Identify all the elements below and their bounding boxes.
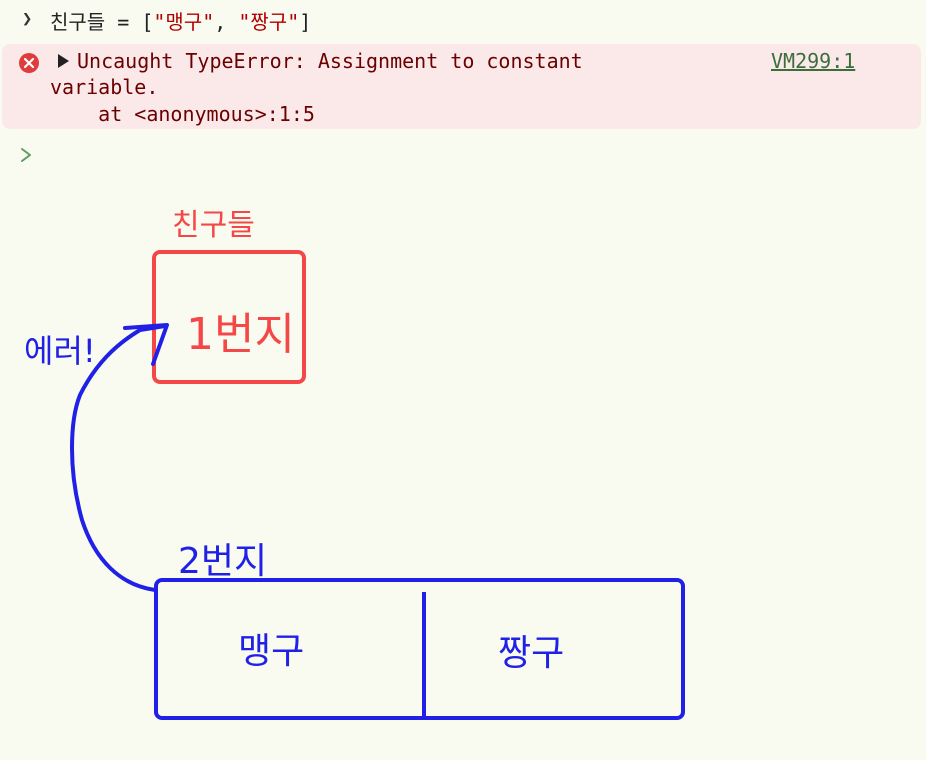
empty-prompt-chevron-icon[interactable]: [18, 144, 36, 166]
close-bracket: ]: [299, 10, 312, 34]
array-label: 2번지: [178, 541, 268, 582]
const-box-text: 1번지: [186, 309, 295, 360]
array-item-2-string: "짱구": [238, 10, 300, 34]
assign-op: = [: [105, 10, 154, 34]
array-item-1-string: "맹구": [153, 10, 215, 34]
const-box: [152, 250, 306, 384]
array-item-1: 맹구: [238, 631, 305, 672]
expand-triangle-icon[interactable]: [58, 54, 69, 68]
error-icon: [19, 53, 39, 73]
array-item-2: 짱구: [498, 633, 565, 674]
error-line-1: Uncaught TypeError: Assignment to consta…: [77, 49, 583, 73]
console-input-line: ❯ 친구들 = ["맹구", "짱구"]: [0, 0, 926, 40]
separator: ,: [214, 10, 239, 34]
error-stack-line: at <anonymous>:1:5: [50, 102, 315, 126]
error-source-link[interactable]: VM299:1: [771, 49, 856, 73]
error-arrow: [70, 324, 167, 592]
prompt-chevron-icon: ❯: [22, 9, 33, 29]
error-arrow-head: [123, 323, 169, 366]
array-box: [154, 578, 685, 720]
error-label: 에러!: [24, 332, 96, 370]
var-name: 친구들: [50, 10, 106, 34]
error-message-block: [2, 44, 921, 129]
console-command[interactable]: 친구들 = ["맹구", "짱구"]: [50, 6, 311, 35]
error-line-2: variable.: [50, 75, 159, 99]
const-label: 친구들: [172, 208, 255, 243]
